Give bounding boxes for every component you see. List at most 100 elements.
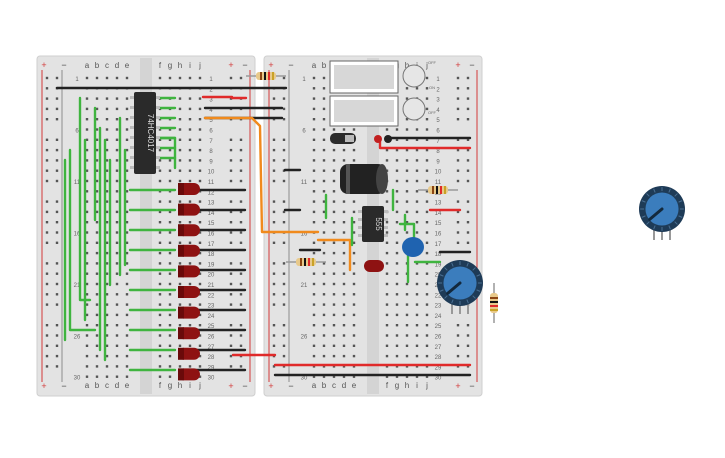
- hole[interactable]: [405, 354, 409, 358]
- hole[interactable]: [312, 210, 316, 214]
- hole[interactable]: [352, 148, 356, 152]
- hole[interactable]: [115, 241, 119, 244]
- hole[interactable]: [125, 200, 129, 203]
- hole[interactable]: [425, 293, 429, 296]
- hole[interactable]: [322, 128, 326, 131]
- hole[interactable]: [115, 169, 119, 172]
- hole[interactable]: [342, 231, 346, 234]
- hole[interactable]: [342, 148, 346, 152]
- rail-hole[interactable]: [239, 241, 243, 244]
- hole[interactable]: [322, 221, 326, 224]
- rail-hole[interactable]: [239, 210, 243, 214]
- hole[interactable]: [332, 190, 336, 193]
- rail-hole[interactable]: [45, 179, 49, 183]
- rail-hole[interactable]: [466, 179, 470, 183]
- rail-hole[interactable]: [229, 138, 233, 141]
- hole[interactable]: [415, 262, 419, 265]
- rail-hole[interactable]: [282, 107, 286, 111]
- hole[interactable]: [395, 169, 399, 172]
- rail-hole[interactable]: [239, 324, 243, 327]
- hole[interactable]: [352, 221, 356, 224]
- rail-hole[interactable]: [466, 76, 470, 80]
- hole[interactable]: [105, 334, 109, 337]
- rail-hole[interactable]: [456, 231, 460, 234]
- hole[interactable]: [332, 241, 336, 244]
- hole[interactable]: [85, 282, 89, 286]
- rail-hole[interactable]: [229, 210, 233, 214]
- hole[interactable]: [158, 179, 162, 183]
- hole[interactable]: [405, 138, 409, 141]
- led-red-right[interactable]: [364, 260, 384, 272]
- rail-hole[interactable]: [466, 241, 470, 244]
- rail-hole[interactable]: [282, 324, 286, 327]
- hole[interactable]: [405, 282, 409, 286]
- wire-green-right-4[interactable]: [398, 222, 416, 242]
- hole[interactable]: [198, 210, 202, 214]
- hole[interactable]: [415, 313, 419, 317]
- rail-hole[interactable]: [239, 179, 243, 183]
- hole[interactable]: [85, 365, 89, 368]
- hole[interactable]: [322, 231, 326, 234]
- rail-hole[interactable]: [45, 76, 49, 80]
- hole[interactable]: [198, 303, 202, 306]
- rail-hole[interactable]: [239, 293, 243, 296]
- hole[interactable]: [395, 262, 399, 265]
- hole[interactable]: [352, 313, 356, 317]
- hole[interactable]: [395, 272, 399, 275]
- hole[interactable]: [312, 282, 316, 286]
- hole[interactable]: [322, 344, 326, 347]
- hole[interactable]: [105, 97, 109, 100]
- hole[interactable]: [115, 118, 119, 121]
- led-red[interactable]: [178, 347, 200, 360]
- rail-hole[interactable]: [45, 159, 49, 162]
- hole[interactable]: [168, 293, 172, 296]
- hole[interactable]: [95, 159, 99, 162]
- hole[interactable]: [85, 210, 89, 214]
- rail-hole[interactable]: [466, 231, 470, 234]
- hole[interactable]: [415, 365, 419, 368]
- rail-hole[interactable]: [239, 221, 243, 224]
- hole[interactable]: [115, 272, 119, 275]
- hole[interactable]: [322, 138, 326, 141]
- rail-hole[interactable]: [272, 210, 276, 214]
- hole[interactable]: [178, 97, 182, 100]
- rail-hole[interactable]: [282, 138, 286, 141]
- hole[interactable]: [198, 190, 202, 193]
- hole[interactable]: [322, 272, 326, 275]
- rail-hole[interactable]: [45, 169, 49, 172]
- hole[interactable]: [405, 334, 409, 337]
- hole[interactable]: [395, 221, 399, 224]
- hole[interactable]: [405, 190, 409, 193]
- hole[interactable]: [125, 324, 129, 327]
- hole[interactable]: [312, 221, 316, 224]
- hole[interactable]: [395, 138, 399, 141]
- hole[interactable]: [385, 334, 389, 337]
- hole[interactable]: [95, 375, 99, 378]
- hole[interactable]: [415, 221, 419, 224]
- resistor-top[interactable]: [246, 72, 286, 80]
- hole[interactable]: [115, 262, 119, 265]
- hole[interactable]: [198, 313, 202, 317]
- hole[interactable]: [168, 159, 172, 162]
- hole[interactable]: [95, 97, 99, 100]
- hole[interactable]: [85, 148, 89, 152]
- hole[interactable]: [125, 354, 129, 358]
- potentiometer-loose[interactable]: [639, 186, 685, 240]
- hole[interactable]: [395, 375, 399, 378]
- rail-hole[interactable]: [239, 76, 243, 80]
- hole[interactable]: [158, 344, 162, 347]
- hole[interactable]: [322, 159, 326, 162]
- hole[interactable]: [352, 251, 356, 255]
- hole[interactable]: [125, 159, 129, 162]
- hole[interactable]: [188, 159, 192, 162]
- hole[interactable]: [188, 179, 192, 183]
- hole[interactable]: [342, 303, 346, 306]
- rail-hole[interactable]: [282, 76, 286, 80]
- hole[interactable]: [415, 190, 419, 193]
- hole[interactable]: [352, 272, 356, 275]
- rail-hole[interactable]: [282, 344, 286, 347]
- hole[interactable]: [95, 334, 99, 337]
- hole[interactable]: [115, 354, 119, 358]
- hole[interactable]: [158, 293, 162, 296]
